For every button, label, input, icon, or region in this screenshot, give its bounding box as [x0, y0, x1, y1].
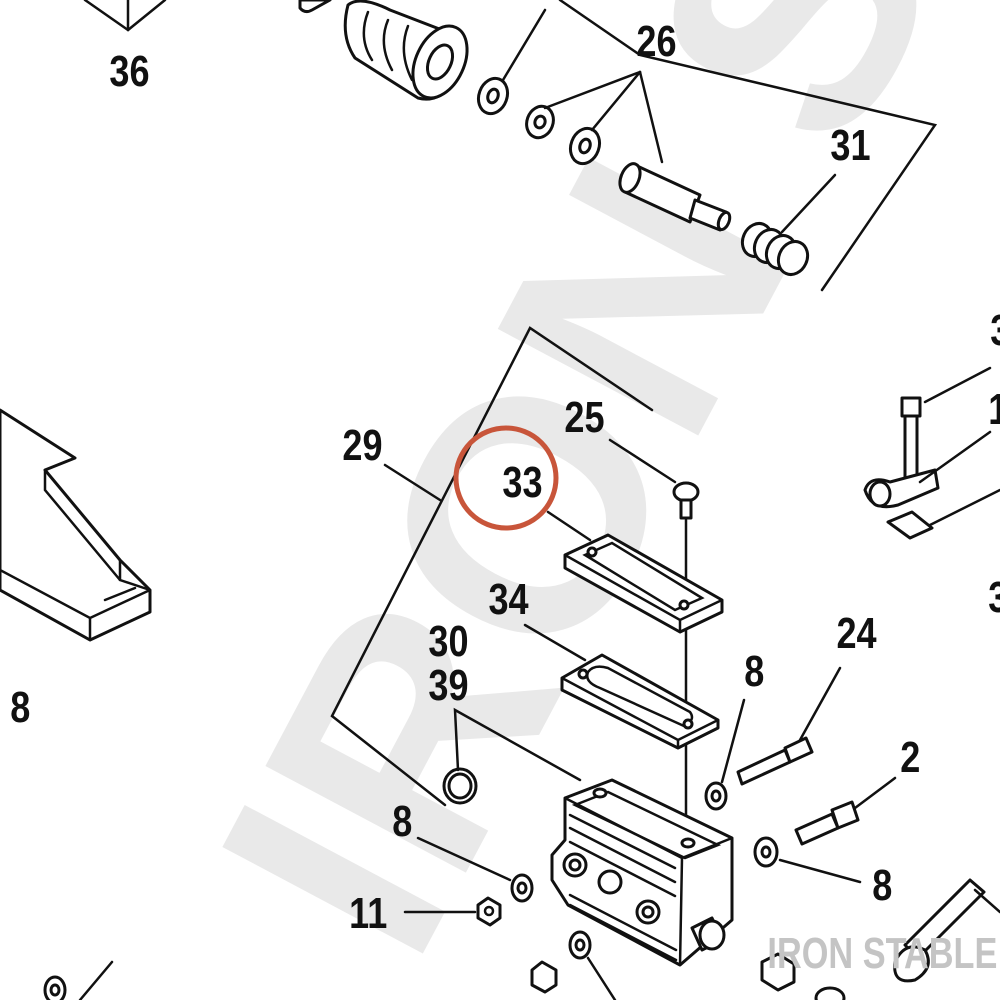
right-hardware	[863, 366, 1000, 540]
leader-34	[523, 623, 587, 662]
washer-8-right	[704, 781, 728, 811]
leader-boot	[501, 8, 547, 82]
spring-rings	[740, 221, 810, 277]
bracket-large	[558, 0, 938, 292]
callout-8-a: 8	[744, 647, 764, 696]
leader-26-c	[638, 70, 664, 164]
banjo-bolt-24	[736, 736, 814, 786]
callout-36: 36	[109, 47, 149, 96]
washer-bottom	[568, 930, 592, 960]
leader-bottom-washer	[586, 956, 617, 1000]
leader-clamp-nut	[928, 488, 1000, 527]
bottom-ring	[814, 986, 846, 1000]
leader-8a	[720, 698, 746, 784]
bolt-2	[794, 800, 860, 846]
bolt-upper	[900, 396, 922, 480]
callout-24: 24	[836, 609, 877, 658]
leader-bottom-left	[78, 960, 114, 1000]
bracket-29	[330, 326, 654, 807]
reservoir-assembly	[43, 326, 1000, 1000]
leader-31	[780, 173, 837, 234]
washer-8-far-right	[753, 836, 779, 868]
leader-3a	[923, 366, 992, 404]
leader-26-a	[543, 70, 642, 110]
leader-2	[853, 776, 897, 810]
callout-26: 26	[636, 17, 676, 66]
callout-11: 11	[349, 889, 387, 938]
pipe-clamp	[863, 468, 940, 509]
nut-11	[476, 896, 502, 927]
callout-34: 34	[488, 575, 529, 624]
leader-30-39	[453, 707, 582, 782]
callout-labels: 36 26 31 25 29 33 34 30 39 8 24 2 8 8 11…	[10, 17, 1000, 938]
leader-33	[546, 510, 592, 542]
callout-2: 2	[900, 733, 920, 782]
nut-bottom	[530, 960, 558, 994]
callout-25: 25	[564, 393, 604, 442]
upper-assembly	[83, 0, 938, 292]
pushrod	[618, 162, 732, 232]
reservoir-cover	[563, 533, 724, 634]
clamp-nut	[886, 510, 934, 540]
rubber-boot	[298, 0, 469, 101]
washer-upper-1	[476, 76, 510, 116]
leader-25	[608, 438, 677, 484]
leader-24	[798, 666, 842, 742]
cover-gasket	[560, 653, 720, 750]
o-ring	[442, 767, 478, 805]
leader-26-b	[590, 70, 642, 132]
bracket-36	[83, 0, 167, 32]
callout-3-a: 3	[990, 306, 1000, 355]
leader-1	[918, 430, 992, 484]
brand-watermark: IRON STABLE	[767, 929, 997, 978]
leader-29	[383, 463, 442, 502]
pedal-rod	[893, 878, 1000, 983]
cover-screw	[672, 481, 700, 842]
leader-8b	[778, 858, 862, 884]
callout-8-b: 8	[872, 861, 892, 910]
callout-30: 30	[428, 617, 468, 666]
callout-31: 31	[830, 121, 870, 170]
callout-1: 1	[988, 385, 1000, 434]
nut-bottom-right	[760, 952, 796, 992]
callout-3-b: 3	[988, 573, 1000, 622]
pedal-bracket	[0, 408, 152, 642]
callout-33: 33	[502, 458, 542, 507]
master-cylinder-body	[550, 778, 734, 967]
callout-8-c: 8	[392, 797, 412, 846]
bottom-left-washer	[43, 975, 67, 1000]
highlight-circle	[453, 425, 559, 531]
callout-39: 39	[428, 661, 468, 710]
washer-upper-2	[568, 126, 602, 166]
callout-29: 29	[342, 421, 382, 470]
leader-8c	[416, 836, 512, 882]
callout-8-d: 8	[10, 683, 30, 732]
washer-8-left	[510, 873, 534, 903]
